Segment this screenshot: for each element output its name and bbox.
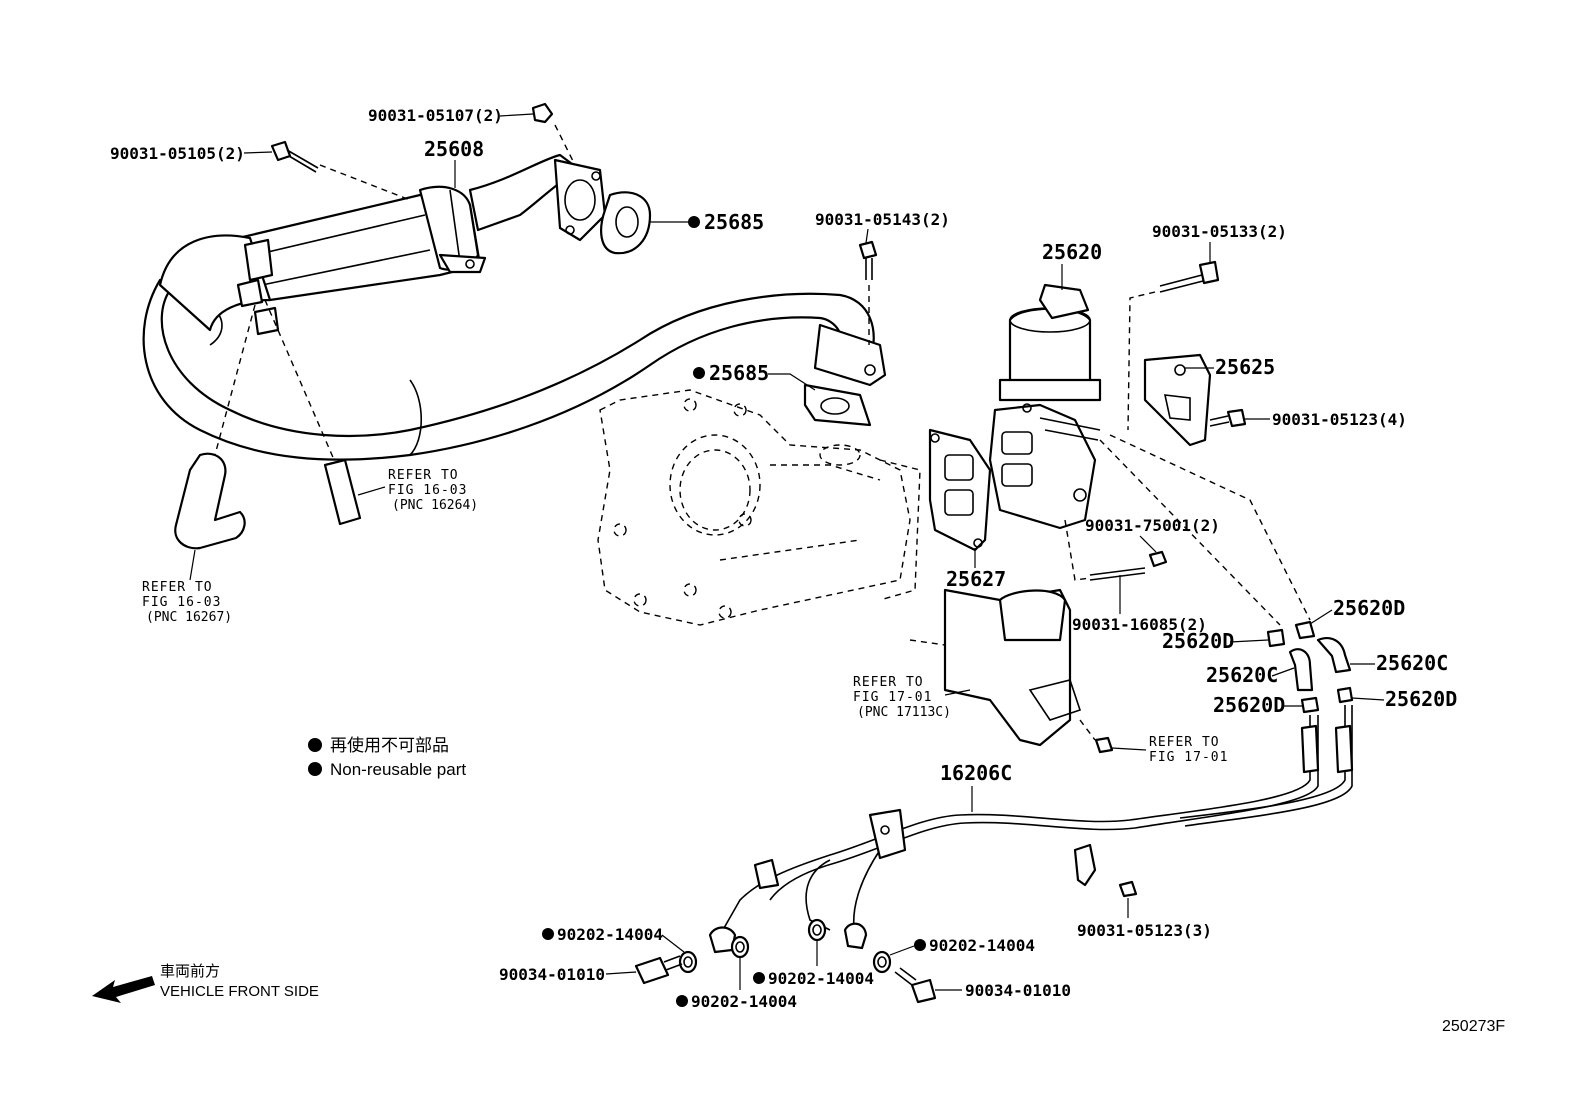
callout-25608: 25608 (424, 137, 484, 161)
ref-note-4: REFER TO FIG 17-01 (1111, 735, 1228, 765)
callout-25685-mid: 25685 (709, 361, 769, 385)
direction-jp: 車両前方 (160, 963, 220, 980)
callout-bolt-05123-4: 90031-05123(4) (1272, 410, 1407, 429)
ref3-line2: FIG 17-01 (853, 690, 932, 705)
callout-gasket-14004-4: 90202-14004 (929, 936, 1035, 955)
bullet-icon (753, 972, 765, 984)
hose-set (1266, 620, 1354, 714)
callout-25625: 25625 (1215, 355, 1275, 379)
ref4-line2: FIG 17-01 (1149, 750, 1228, 765)
callout-25620D-4: 25620D (1385, 687, 1457, 711)
legend-en: Non-reusable part (330, 760, 466, 779)
bolt-05107 (531, 102, 554, 124)
callout-bolt-01010-2: 90034-01010 (965, 981, 1071, 1000)
bolt-05105 (270, 140, 319, 173)
gasket-25685-top (600, 191, 652, 255)
ref3-line3: (PNC 17113C) (857, 705, 951, 720)
ref2-line3: (PNC 16267) (146, 610, 232, 625)
callout-25685-top: 25685 (704, 210, 764, 234)
callout-gasket-14004-1: 90202-14004 (557, 925, 663, 944)
callout-gasket-14004-2: 90202-14004 (691, 992, 797, 1011)
callout-nut-75001: 90031-75001(2) (1085, 516, 1220, 535)
gasket-25685-mid (803, 383, 872, 427)
arrow-left-icon (92, 976, 155, 1003)
ref-note-1: REFER TO FIG 16-03 (PNC 16264) (357, 468, 478, 513)
callout-bolt-05107: 90031-05107(2) (368, 106, 503, 125)
bracket-25625 (1143, 353, 1212, 447)
ref1-line1: REFER TO (388, 468, 459, 483)
callout-16206C: 16206C (940, 761, 1012, 785)
ref2-line2: FIG 16-03 (142, 595, 221, 610)
callout-bolt-05105: 90031-05105(2) (110, 144, 245, 163)
callout-bolt-05143: 90031-05143(2) (815, 210, 950, 229)
ref1-line2: FIG 16-03 (388, 483, 467, 498)
bolt-05133 (1127, 260, 1220, 431)
callout-25620: 25620 (1042, 240, 1102, 264)
direction-en: VEHICLE FRONT SIDE (160, 983, 319, 1000)
callout-bolt-05133: 90031-05133(2) (1152, 222, 1287, 241)
direction-indicator: 車両前方 VEHICLE FRONT SIDE (92, 963, 319, 1003)
bullet-icon (676, 995, 688, 1007)
figure-code: 250273F (1442, 1018, 1505, 1035)
gasket-25627 (928, 428, 992, 552)
callouts: 90031-05107(2) 90031-05105(2) 25608 2568… (110, 106, 1457, 1011)
ref-note-3: REFER TO FIG 17-01 (PNC 17113C) (853, 675, 971, 720)
wire-harness (708, 705, 1354, 954)
ref1-line3: (PNC 16264) (392, 498, 478, 513)
legend: 再使用不可部品 Non-reusable part (308, 735, 466, 779)
bullet-icon (688, 216, 700, 228)
egr-cooler-pipe (142, 124, 887, 550)
bottom-fasteners (634, 880, 1138, 1004)
callout-bolt-01010-1: 90034-01010 (499, 965, 605, 984)
bullet-icon (308, 762, 322, 776)
bullet-icon (308, 738, 322, 752)
nut-75001 (1148, 550, 1168, 568)
stud-16085 (1089, 567, 1146, 581)
callout-25620D-1: 25620D (1333, 596, 1405, 620)
callout-25620D-2: 25620D (1162, 629, 1234, 653)
bullet-icon (693, 367, 705, 379)
callout-gasket-14004-3: 90202-14004 (768, 969, 874, 988)
ref4-line1: REFER TO (1149, 735, 1220, 750)
bolt-05143 (858, 240, 878, 345)
ref-note-2: REFER TO FIG 16-03 (PNC 16267) (142, 549, 232, 625)
callout-25620C-2: 25620C (1376, 651, 1448, 675)
callout-25620D-3: 25620D (1213, 693, 1285, 717)
egr-valve (988, 283, 1102, 530)
heat-insulator (909, 588, 1082, 747)
callout-stud-16085: 90031-16085(2) (1072, 615, 1207, 634)
bullet-icon (542, 928, 554, 940)
egr-housing (597, 389, 921, 626)
callout-bolt-05123-3: 90031-05123(3) (1077, 921, 1212, 940)
bullet-icon (914, 939, 926, 951)
bolt-ref-17-01 (1079, 719, 1114, 754)
legend-jp: 再使用不可部品 (330, 735, 449, 755)
callout-25620C-1: 25620C (1206, 663, 1278, 687)
ref2-line1: REFER TO (142, 580, 213, 595)
bolt-05123-4 (1209, 408, 1247, 428)
ref3-line1: REFER TO (853, 675, 924, 690)
callout-25627: 25627 (946, 567, 1006, 591)
